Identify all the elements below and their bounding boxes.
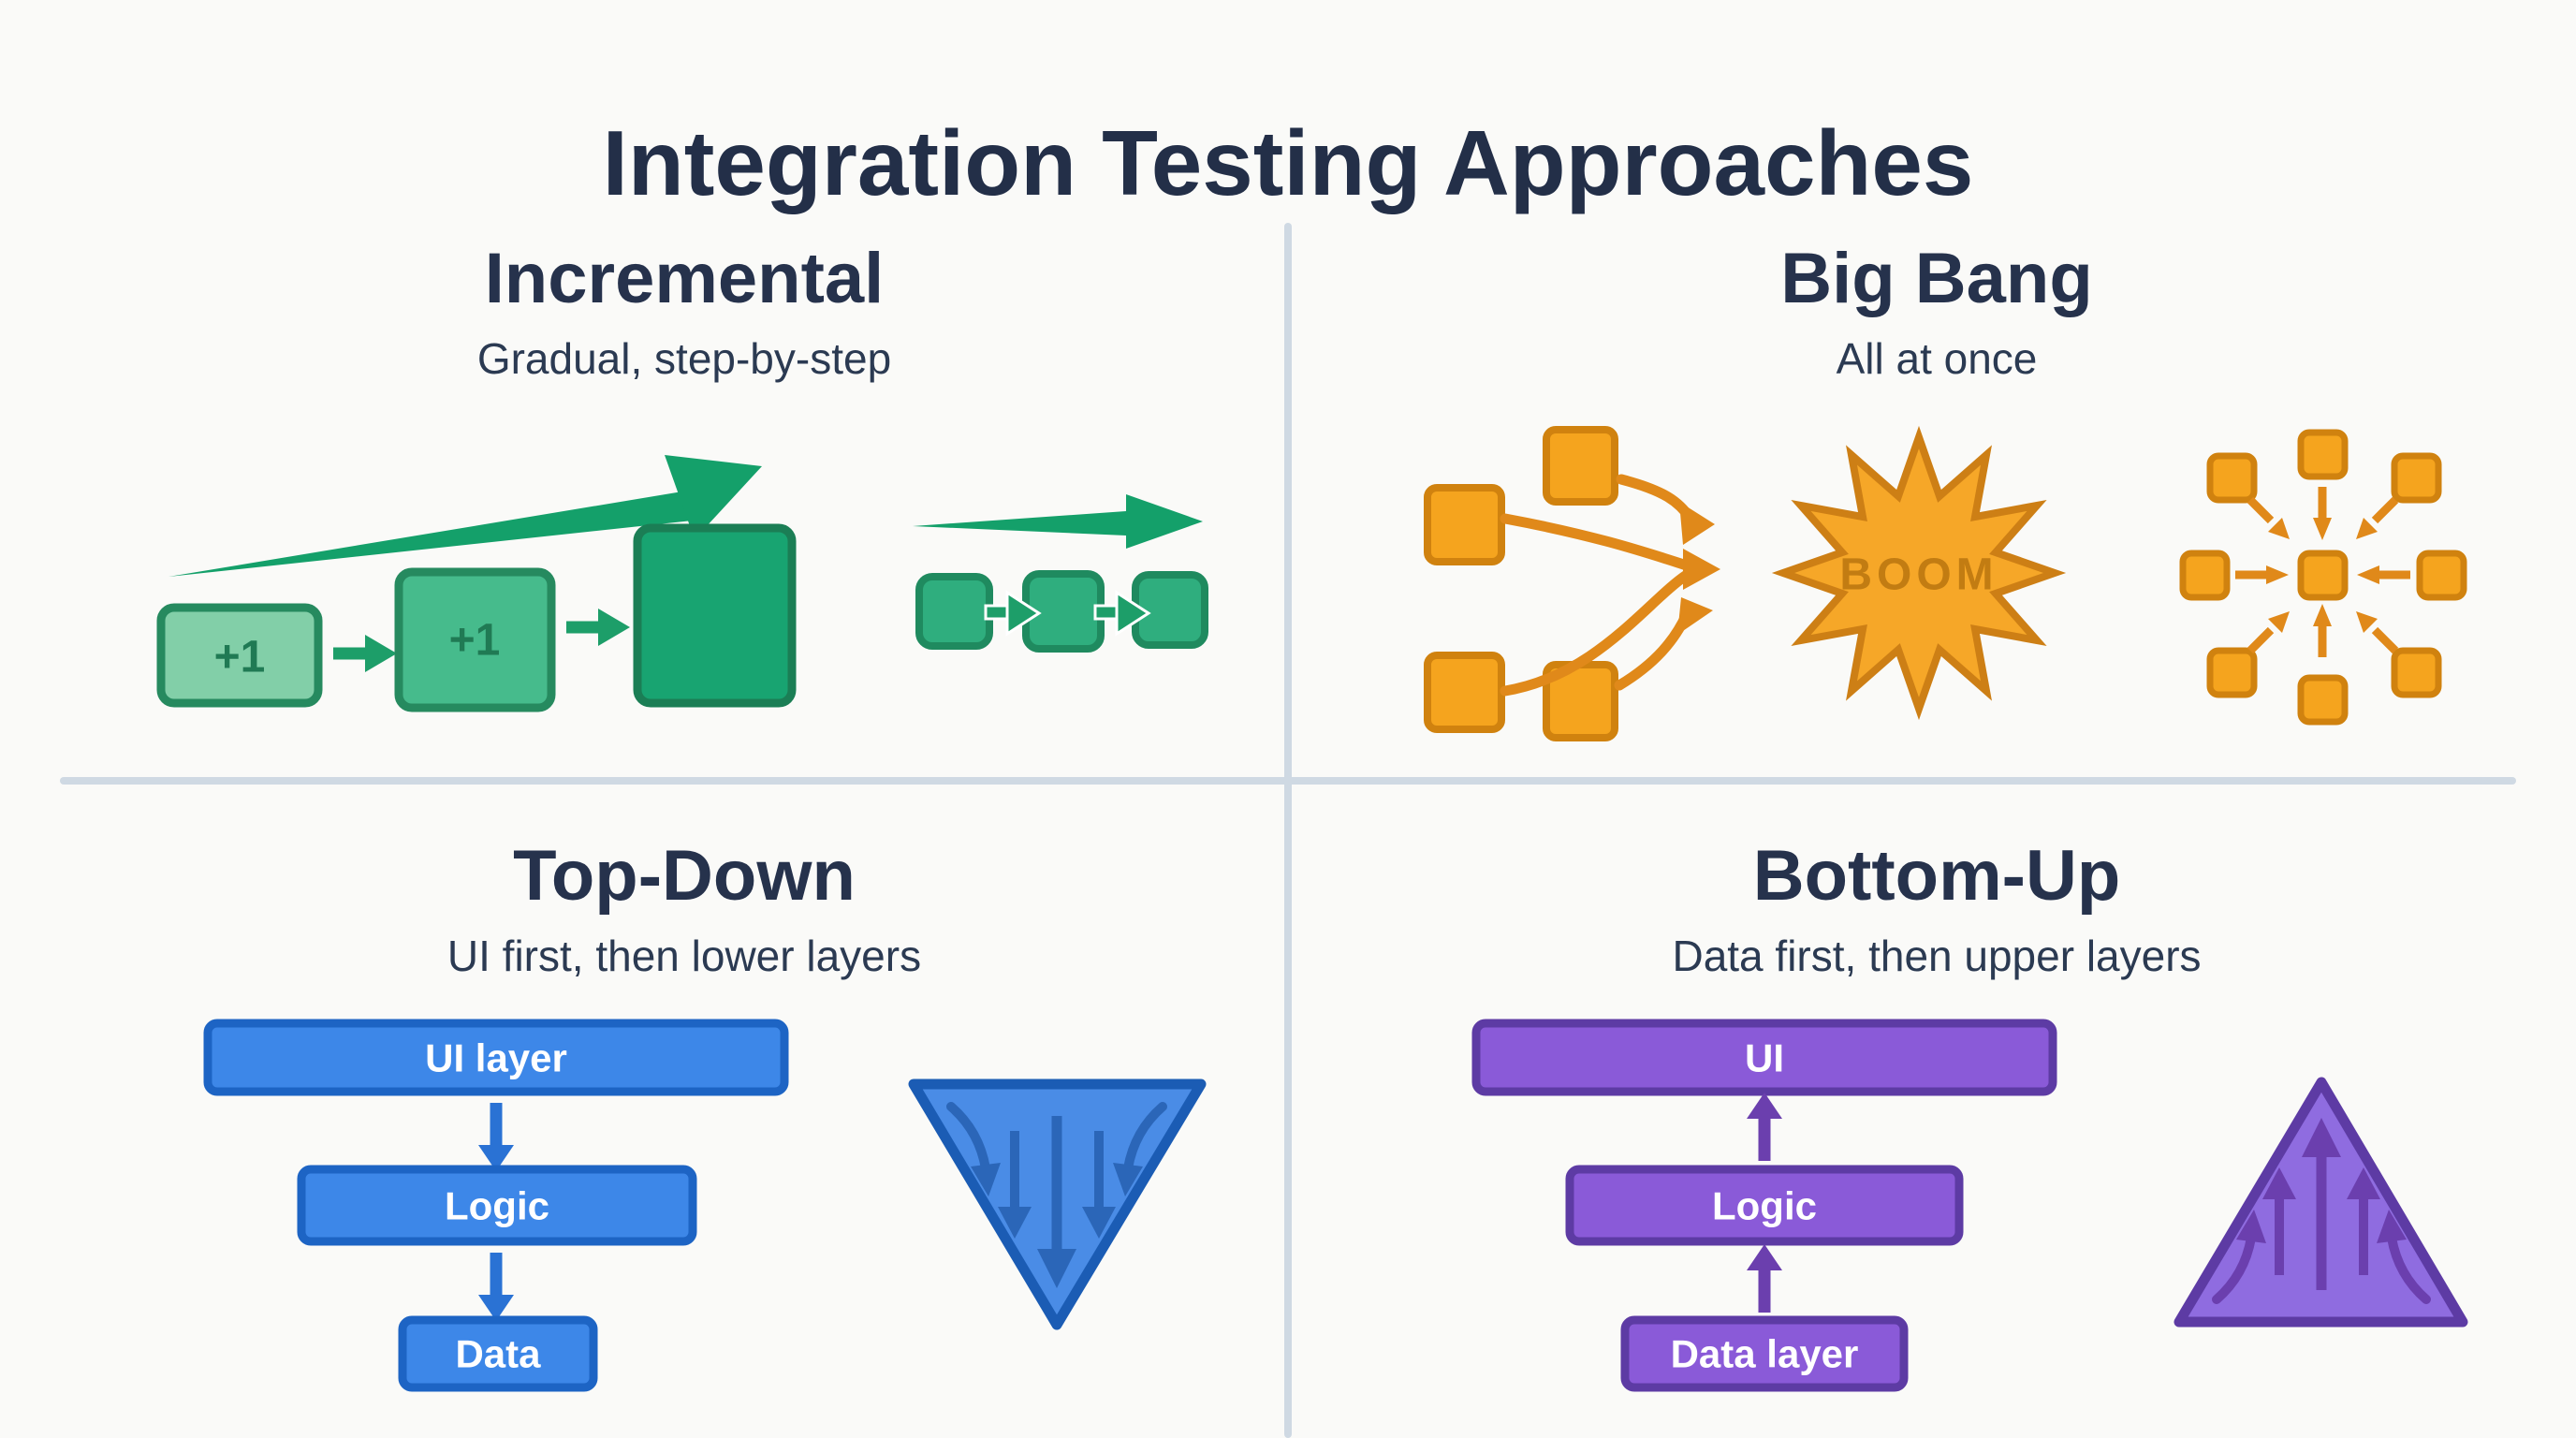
bigbang-section-header: Big Bang All at once <box>1300 242 2573 384</box>
inward-arrow-head <box>2356 611 2378 633</box>
module-box <box>915 573 993 650</box>
sequence-arrow-body <box>913 511 1126 536</box>
bigbang-subtitle: All at once <box>1836 333 2038 383</box>
module-box <box>1424 484 1505 565</box>
vertical-divider <box>1284 223 1292 1438</box>
up-flow-arrow-head <box>2377 1210 2407 1243</box>
page-title: Integration Testing Approaches <box>602 110 1974 214</box>
inward-arrow <box>2247 626 2275 654</box>
topdown-layers-diagram: UI layer Logic Data <box>203 1019 789 1392</box>
down-flow-arrow-head <box>971 1163 1001 1196</box>
down-arrow-head <box>478 1295 514 1321</box>
sequence-arrow-head <box>1126 494 1203 549</box>
link-arrow-head <box>1115 590 1151 637</box>
down-flow-arrow-curved <box>946 1102 990 1173</box>
converge-arrow-head <box>1679 502 1715 545</box>
ui-layer-box <box>203 1019 789 1096</box>
inward-arrow <box>2371 626 2399 654</box>
step-arrow-1-head <box>365 635 397 672</box>
module-box <box>2206 647 2258 698</box>
converge-arrow <box>1500 569 1692 697</box>
module-box <box>1424 652 1505 733</box>
incremental-sequence-icon <box>913 494 1208 653</box>
up-flow-arrow-head <box>2347 1167 2380 1199</box>
plus-one-box-small <box>156 603 323 708</box>
inward-arrow <box>2371 496 2399 524</box>
down-flow-arrow-curved <box>1123 1102 1167 1173</box>
module-box <box>2179 550 2231 601</box>
module-box <box>1543 426 1618 506</box>
inward-arrow-head <box>2313 518 2332 540</box>
down-flow-arrow-head <box>998 1207 1032 1239</box>
up-arrow-head <box>1747 1093 1782 1119</box>
module-box-center <box>2297 550 2349 601</box>
topdown-section-header: Top-Down UI first, then lower layers <box>42 839 1326 981</box>
incremental-growth-icon: +1 +1 <box>156 455 797 712</box>
data-layer-box <box>398 1315 598 1392</box>
bottomup-heading: Bottom-Up <box>1752 836 2121 916</box>
inward-arrow-head <box>2313 604 2332 626</box>
growth-arrow-head <box>665 455 762 539</box>
converge-arrow <box>1500 513 1692 571</box>
inward-arrow-head <box>2356 518 2378 539</box>
up-arrow-head <box>1747 1244 1782 1270</box>
module-box <box>2391 647 2442 698</box>
logic-layer-label: Logic <box>445 1184 549 1228</box>
bottomup-layers-diagram: UI Logic Data layer <box>1471 1019 2057 1392</box>
incremental-heading: Incremental <box>484 239 885 318</box>
down-arrow-head <box>478 1145 514 1171</box>
converge-arrow-head <box>1683 549 1720 590</box>
down-flow-arrow-head <box>1113 1163 1143 1196</box>
boom-label: BOOM <box>1839 550 1998 600</box>
horizontal-divider <box>60 777 2516 785</box>
logic-layer-label: Logic <box>1712 1184 1817 1228</box>
module-box <box>2297 674 2349 726</box>
topdown-subtitle: UI first, then lower layers <box>446 931 922 980</box>
logic-layer-box <box>1565 1165 1964 1246</box>
step-arrow-2-head <box>598 609 630 646</box>
module-box <box>2297 429 2349 480</box>
full-box-large <box>633 523 797 708</box>
incremental-subtitle: Gradual, step-by-step <box>476 333 892 383</box>
bigbang-explosion-icon: BOOM <box>1424 425 2067 741</box>
up-flow-arrow-head <box>2236 1210 2266 1243</box>
ui-layer-label: UI layer <box>425 1036 567 1080</box>
up-flow-arrow-head <box>2262 1167 2296 1199</box>
bottomup-triangle-icon <box>2174 1077 2468 1328</box>
up-flow-arrow-head <box>2302 1118 2341 1157</box>
inward-arrow-head <box>2268 518 2290 539</box>
plus-one-box-medium <box>394 567 556 712</box>
data-layer-label: Data layer <box>1671 1332 1859 1376</box>
ui-layer-label: UI <box>1745 1036 1784 1080</box>
plus-one-label-2: +1 <box>449 616 501 666</box>
growth-arrow-body <box>168 491 693 577</box>
down-flow-arrow-head <box>1037 1249 1076 1288</box>
plus-one-label-1: +1 <box>214 633 266 682</box>
down-flow-arrow-head <box>1082 1207 1116 1239</box>
bottomup-subtitle: Data first, then upper layers <box>1672 931 2202 980</box>
ui-layer-box <box>1471 1019 2057 1096</box>
converge-arrow <box>1616 474 1696 524</box>
logic-layer-box <box>297 1165 697 1246</box>
inward-arrow-head <box>2357 565 2379 584</box>
inward-arrow <box>2247 496 2275 524</box>
data-layer-box <box>1620 1315 1909 1392</box>
module-box <box>2391 452 2442 504</box>
topdown-heading: Top-Down <box>513 836 856 916</box>
link-arrow-head <box>1005 590 1042 637</box>
up-flow-arrow-curved <box>2212 1233 2256 1304</box>
module-box <box>2206 452 2258 504</box>
inward-arrow-head <box>2268 611 2290 633</box>
boom-star-icon <box>1771 425 2067 721</box>
bigbang-convergence-icon <box>2179 429 2467 726</box>
converge-arrow-head <box>1677 597 1713 635</box>
module-box <box>2416 550 2467 601</box>
up-flow-arrow-curved <box>2387 1233 2431 1304</box>
data-layer-label: Data <box>455 1332 541 1376</box>
bigbang-heading: Big Bang <box>1780 239 2093 318</box>
incremental-section-header: Incremental Gradual, step-by-step <box>42 242 1326 384</box>
inward-arrow-head <box>2266 565 2289 584</box>
bottomup-section-header: Bottom-Up Data first, then upper layers <box>1300 839 2573 981</box>
topdown-triangle-icon <box>908 1078 1207 1330</box>
